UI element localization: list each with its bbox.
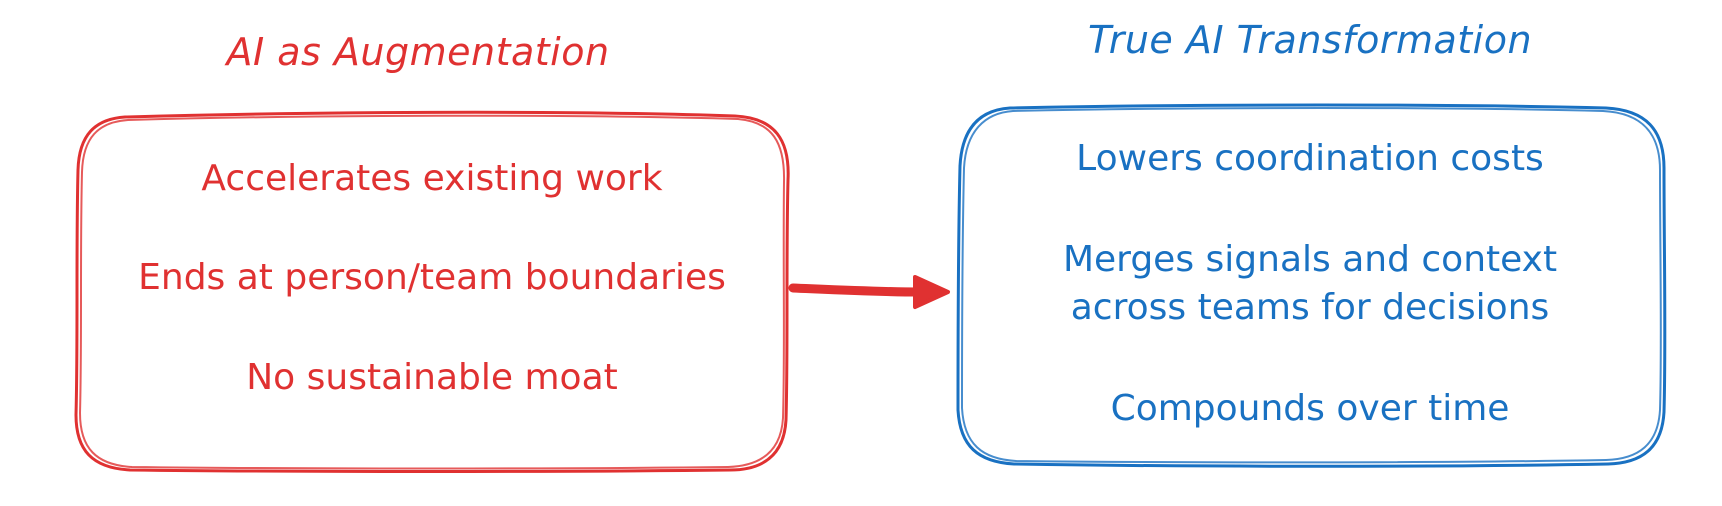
right-panel-heading: True AI Transformation [1087,18,1533,62]
left-panel-heading: AI as Augmentation [226,30,610,74]
left-item-accelerates: Accelerates existing work [201,158,663,199]
right-box [956,103,1667,468]
transition-arrow [788,275,950,309]
left-box [74,110,790,473]
left-item-boundaries: Ends at person/team boundaries [138,257,726,298]
right-item-merges: Merges signals and context across teams … [1062,239,1558,328]
left-item-moat: No sustainable moat [246,357,618,398]
right-item-compounds: Compounds over time [1110,388,1510,429]
right-item-coordination: Lowers coordination costs [1076,138,1544,179]
